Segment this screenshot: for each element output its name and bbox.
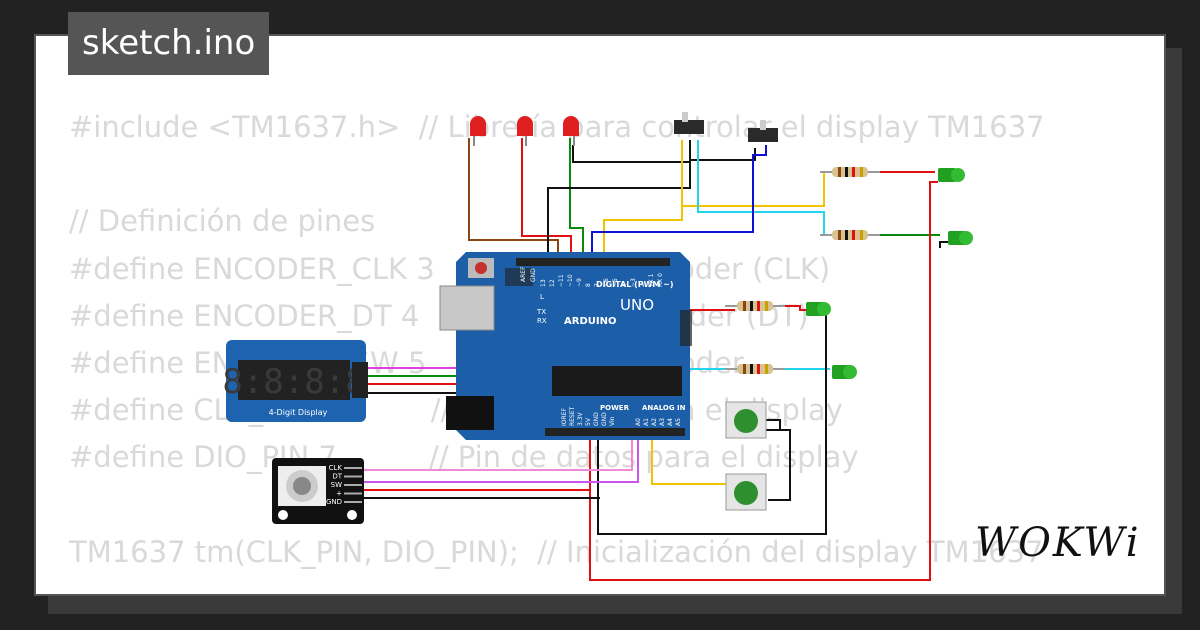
arduino-analog-label: ANALOG IN	[642, 404, 686, 412]
slide-switch-2[interactable]	[748, 120, 778, 142]
wire-black-to-board	[547, 140, 691, 264]
arduino-digital-pin-label: 2	[639, 283, 646, 287]
encoder-pin-label: SW	[331, 481, 342, 489]
resistors	[725, 167, 880, 374]
wire-red-led2	[521, 138, 572, 264]
arduino-power-pin-label: IOREF	[561, 408, 568, 426]
arduino-digital-pin-label: ~3	[630, 278, 637, 287]
wire-blue-switch2	[591, 145, 767, 264]
arduino-power-pin-label: 5V	[585, 417, 592, 426]
push-button-1[interactable]	[725, 401, 767, 439]
arduino-analog-pin-label: A1	[643, 418, 650, 426]
arduino-power-pin-label: Vin	[609, 416, 616, 426]
code-line: #include <TM1637.h> // Librería para con…	[69, 110, 1045, 144]
arduino-digital-pin-label: 8	[585, 283, 592, 287]
encoder-pin-label: GND	[326, 498, 342, 506]
arduino-digital-pin-label: 12	[549, 279, 556, 287]
wire-red-led-c	[778, 305, 810, 311]
encoder-pin-label: +	[336, 490, 342, 498]
arduino-l-led-label: L	[540, 293, 544, 301]
arduino-tx-led-label: TX	[536, 308, 546, 316]
arduino-gnd-label: GND	[530, 268, 537, 282]
arduino-power-pin-label: RESET	[569, 406, 576, 426]
tm1637-display[interactable]: 8:8:8:8 4-Digit Display	[222, 340, 368, 422]
green-leds	[806, 168, 973, 379]
wire-black-switch-row-2	[690, 148, 756, 161]
arduino-digital-pin-label: 13	[540, 279, 547, 287]
arduino-digital-pin-label: ~9	[576, 278, 583, 287]
arduino-digital-pin-label: ~10	[567, 274, 574, 287]
encoder-pin-label: CLK	[329, 464, 343, 472]
filename-tag: sketch.ino	[68, 12, 270, 75]
red-leds	[470, 116, 579, 146]
resistor-1	[820, 167, 880, 177]
wire-green-led3	[569, 138, 584, 264]
arduino-digital-pin-label: TX 1	[648, 273, 655, 288]
wire-black-buttons	[765, 419, 791, 501]
resistor-4	[725, 364, 785, 374]
code-line: TM1637 tm(CLK_PIN, DIO_PIN); // Iniciali…	[69, 534, 1044, 569]
red-led-1[interactable]	[470, 116, 486, 146]
arduino-power-pin-label: GND	[593, 412, 600, 426]
red-led-3[interactable]	[563, 116, 579, 146]
arduino-aref-label: AREF	[520, 266, 527, 282]
wire-red-rail	[589, 181, 938, 581]
red-led-2[interactable]	[517, 116, 533, 146]
green-led-3[interactable]	[806, 302, 831, 316]
green-led-4[interactable]	[832, 365, 857, 379]
green-led-1[interactable]	[938, 168, 965, 182]
wire-brown-led1	[468, 138, 559, 264]
arduino-digital-pin-label: ~11	[558, 274, 565, 287]
resistor-2	[820, 230, 880, 240]
slide-switch-1[interactable]	[674, 112, 704, 134]
code-line: // Definición de pines	[69, 204, 376, 239]
wire-black-switch-row	[572, 145, 690, 163]
arduino-uno[interactable]: AREF GND DIGITAL (PWM ~) ARDUINO UNO L T…	[439, 252, 692, 440]
arduino-digital-pin-label: 4	[621, 283, 628, 287]
resistor-3	[725, 301, 785, 311]
arduino-analog-pin-label: A3	[659, 418, 666, 426]
encoder-pin-label: DT	[332, 473, 342, 481]
arduino-digital-pin-label: ~6	[603, 278, 610, 287]
arduino-analog-pin-label: A5	[675, 418, 682, 426]
arduino-analog-pin-label: A4	[667, 418, 674, 426]
arduino-digital-pin-label: RX 0	[657, 273, 664, 287]
wire-black-rail-right	[939, 241, 948, 248]
arduino-analog-pin-label: A2	[651, 418, 658, 426]
arduino-board-name: UNO	[620, 296, 654, 314]
arduino-power-label: POWER	[600, 404, 630, 412]
arduino-analog-pin-label: A0	[635, 418, 642, 426]
display-digits: 8:8:8:8	[222, 362, 365, 402]
arduino-digital-pin-label: 7	[594, 283, 601, 287]
arduino-digital-pin-label: ~5	[612, 278, 619, 287]
green-led-2[interactable]	[948, 231, 973, 245]
arduino-power-pin-label: GND	[601, 412, 608, 426]
arduino-power-pin-label: 3.3V	[577, 411, 584, 426]
arduino-rx-led-label: RX	[537, 317, 547, 325]
wire-yellow-switch1	[681, 140, 832, 207]
wire-yellow-switch1-b	[603, 190, 683, 264]
wokwi-logo: WOKWi	[975, 520, 1141, 566]
arduino-brand: ARDUINO	[564, 316, 616, 327]
push-button-2[interactable]	[725, 473, 767, 511]
display-label: 4-Digit Display	[269, 408, 328, 417]
arduino-digital-label: DIGITAL (PWM ~)	[596, 280, 674, 289]
